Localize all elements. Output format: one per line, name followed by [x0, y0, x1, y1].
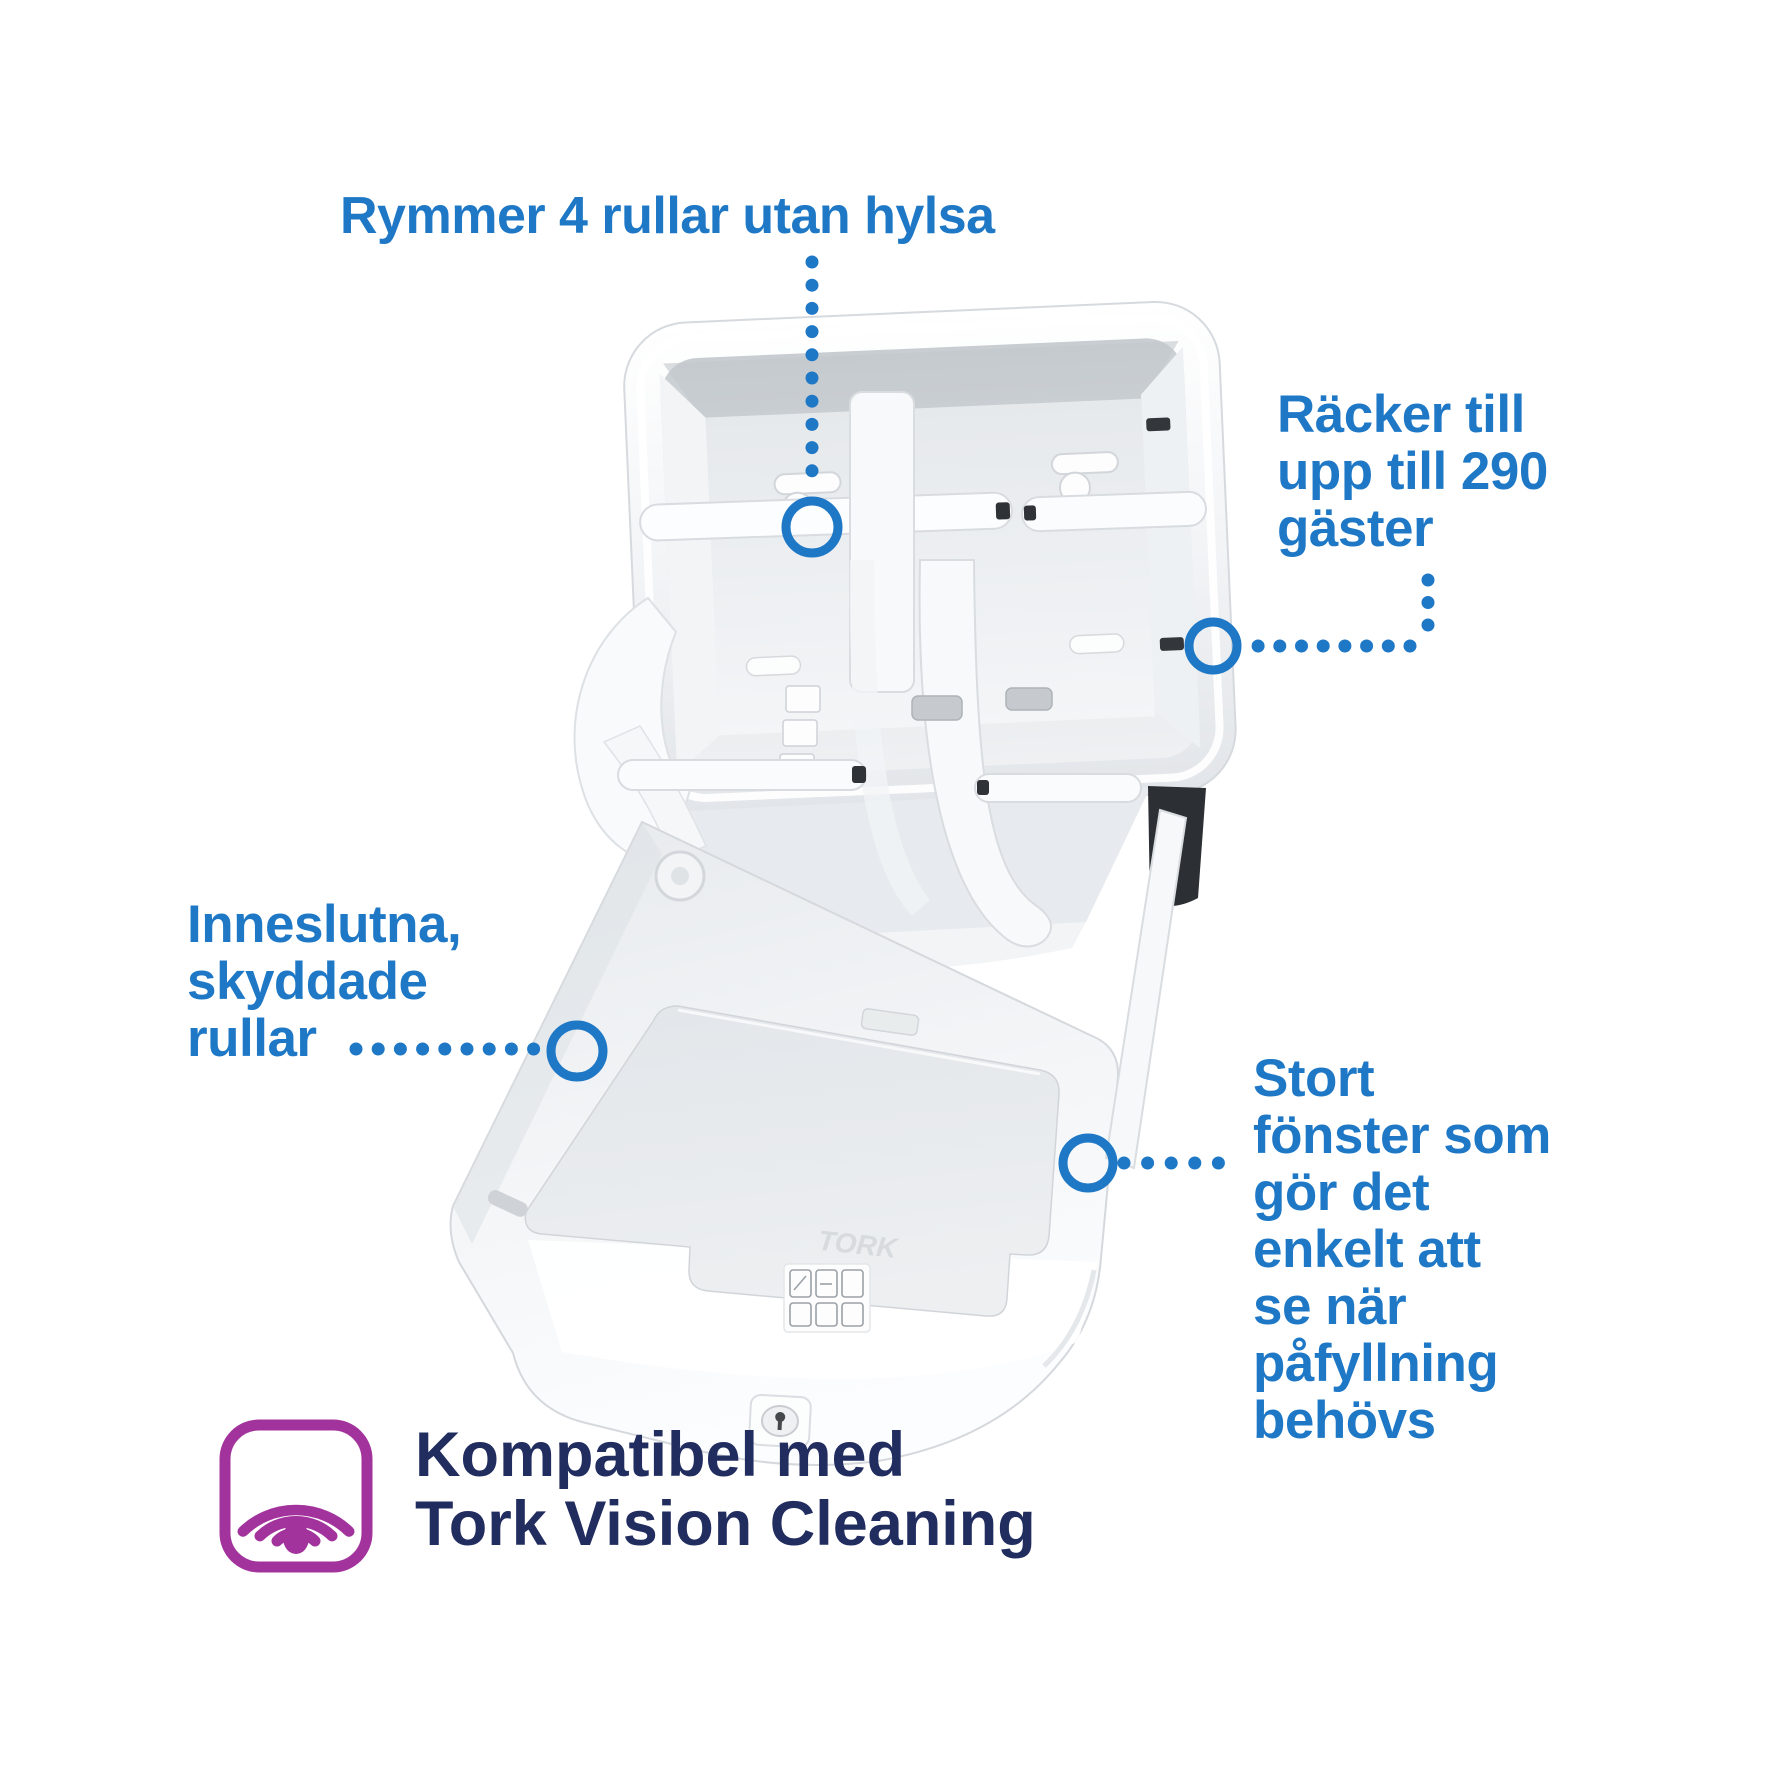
- callout-line: upp till 290: [1277, 442, 1548, 501]
- compatibility-badge: Kompatibel med Tork Vision Cleaning: [219, 1419, 1036, 1573]
- dispenser-door: TORK: [449, 820, 1120, 1466]
- badge-line: Tork Vision Cleaning: [415, 1489, 1036, 1559]
- callout-marker-circle: [546, 1020, 608, 1082]
- callout-line: behövs: [1253, 1391, 1436, 1450]
- door-support-arm: [1104, 808, 1188, 1170]
- callout-line: skyddade: [187, 952, 428, 1011]
- callout-line: gör det: [1253, 1163, 1430, 1222]
- callout-line: Rymmer 4 rullar utan hylsa: [340, 187, 995, 245]
- callout-line: Stort: [1253, 1049, 1375, 1108]
- callout-line: fönster som: [1253, 1106, 1551, 1165]
- callout-marker-circle: [781, 496, 843, 558]
- compatibility-badge-text: Kompatibel med Tork Vision Cleaning: [415, 1421, 1036, 1559]
- callout-line: påfyllning: [1253, 1334, 1499, 1393]
- upper-spindles: [639, 490, 1207, 542]
- callout-line: gäster: [1277, 499, 1434, 558]
- callout-line: Räcker till: [1277, 385, 1525, 444]
- callout-window-label: Stort fönster som gör det enkelt att se …: [1253, 1050, 1551, 1449]
- door-hinge: [654, 850, 706, 902]
- callout-line: enkelt att: [1253, 1220, 1481, 1279]
- door-lock: [748, 1393, 812, 1449]
- callout-line: Inneslutna,: [187, 895, 462, 954]
- callout-connectors: [349, 255, 1435, 1193]
- callout-line: rullar: [187, 1009, 317, 1068]
- wifi-icon: [219, 1419, 373, 1573]
- instruction-sticker: [783, 1263, 871, 1333]
- callout-line: se när: [1253, 1277, 1407, 1336]
- callout-guests-label: Räcker till upp till 290 gäster: [1277, 386, 1548, 557]
- badge-line: Kompatibel med: [415, 1420, 906, 1490]
- lower-spindles: [617, 687, 1142, 803]
- callout-protected-label: Inneslutna, skyddade rullar: [187, 895, 462, 1068]
- callout-marker-circle: [1058, 1133, 1118, 1193]
- callout-marker-circle: [1184, 617, 1242, 675]
- center-roll-guide: [849, 391, 1052, 948]
- callout-capacity-label: Rymmer 4 rullar utan hylsa: [340, 188, 995, 245]
